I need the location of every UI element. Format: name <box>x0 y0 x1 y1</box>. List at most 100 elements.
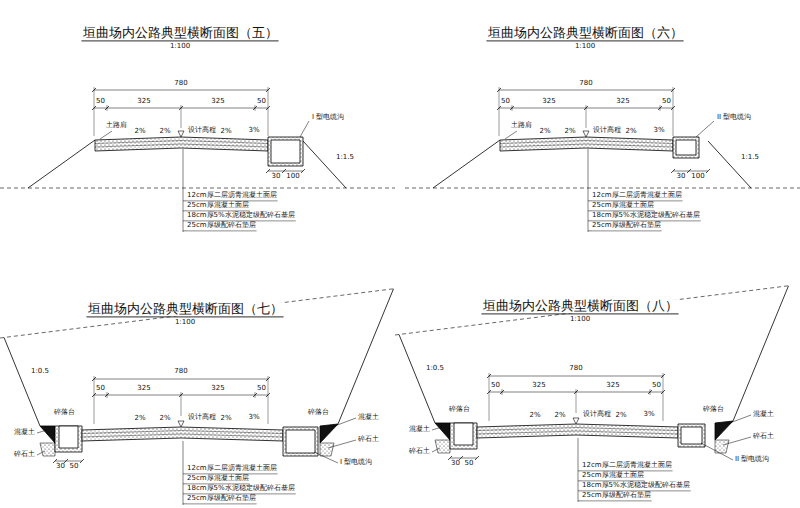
fill-section <box>405 87 800 232</box>
dimension-value: 325 <box>137 385 150 393</box>
layer-underline <box>183 503 257 504</box>
extension-line <box>586 105 587 128</box>
drainage-ditch <box>450 423 477 449</box>
dimension-value: 50 <box>501 98 510 106</box>
annotation-label: 2% <box>220 415 231 423</box>
dimension-tick <box>661 390 665 394</box>
design-elevation-symbol <box>573 418 579 424</box>
drainage-ditch-inner <box>454 423 473 445</box>
dimension-line <box>450 458 477 459</box>
dimension-tick <box>706 169 710 173</box>
concrete-fill <box>40 426 55 443</box>
annotation-label: 混凝土 <box>409 426 430 434</box>
extension-line <box>660 105 661 111</box>
scale-note: 1:100 <box>570 316 590 324</box>
dimension-tick <box>80 459 84 463</box>
annotation-label: 设计高程 <box>188 414 216 422</box>
dimension-value: 780 <box>174 368 187 376</box>
layer-boundary <box>82 434 283 437</box>
leader-line <box>723 437 751 445</box>
leader-line <box>432 448 440 452</box>
design-elevation-symbol <box>178 421 184 427</box>
annotation-label: 2% <box>615 412 626 420</box>
dimension-line <box>268 171 303 172</box>
cut-slope <box>338 289 394 424</box>
annotation-label: 2% <box>134 128 145 136</box>
dimension-line <box>673 171 708 172</box>
dimension-tick <box>497 88 501 92</box>
extension-line <box>255 392 256 398</box>
extension-line <box>663 373 664 421</box>
layer-description: 18cm厚5%水泥稳定级配碎石基层 <box>592 212 700 220</box>
dimension-tick <box>658 106 662 110</box>
dimension-value: 325 <box>606 382 619 390</box>
leader-line <box>183 149 184 232</box>
annotation-label: 3% <box>643 411 654 419</box>
dimension-tick <box>487 390 491 394</box>
section-title: 垣曲场内公路典型横断面图（六） <box>488 26 683 40</box>
annotation-label: 2% <box>529 412 540 420</box>
layer-description: 25cm厚混凝土面层 <box>582 472 644 480</box>
pavement-layers <box>477 424 678 438</box>
layer-description: 18cm厚5%水泥稳定级配碎石基层 <box>187 212 295 220</box>
extension-line <box>650 389 651 395</box>
drainage-ditch <box>55 426 82 452</box>
annotation-label: 2% <box>564 128 575 136</box>
leader-line <box>701 443 733 460</box>
leader-line <box>727 415 751 424</box>
dimension-value: 100 <box>691 173 704 181</box>
section-title: 垣曲场内公路典型横断面图（七） <box>88 302 283 316</box>
dimension-tick <box>671 88 675 92</box>
dimension-value: 325 <box>211 98 224 106</box>
extension-line <box>107 392 108 398</box>
annotation-label: 碎石土 <box>358 436 379 444</box>
extension-line <box>512 105 513 111</box>
cable-trench-inner <box>676 140 696 155</box>
ground-line <box>405 188 800 189</box>
embankment-slope <box>28 140 95 188</box>
dimension-tick <box>92 377 96 381</box>
ground-line <box>0 188 395 189</box>
dimension-tick <box>266 377 270 381</box>
dimension-tick <box>475 456 479 460</box>
concrete-fill <box>435 423 450 440</box>
extension-line <box>673 87 674 136</box>
dimension-tick <box>487 374 491 378</box>
annotation-label: 2% <box>625 128 636 136</box>
leader-line <box>37 430 47 433</box>
dimension-tick <box>497 106 501 110</box>
dimension-tick <box>105 393 109 397</box>
leader-line <box>183 441 184 505</box>
layer-boundary <box>95 144 268 147</box>
annotation-label: 混凝土 <box>753 411 774 419</box>
annotation-label: II 型电缆沟 <box>735 456 769 464</box>
gravel-soil <box>320 443 334 456</box>
layer-boundary <box>500 141 673 144</box>
scale-note: 1:100 <box>575 43 595 51</box>
annotation-label: 混凝土 <box>358 414 379 422</box>
cut-slope <box>4 338 40 427</box>
annotation-label: 2% <box>220 128 231 136</box>
gravel-soil <box>435 440 450 453</box>
layer-underline <box>578 500 652 501</box>
dimension-value: 50 <box>257 98 266 106</box>
dimension-tick <box>648 390 652 394</box>
dimension-value: 780 <box>579 80 592 88</box>
layer-boundary <box>477 428 678 431</box>
cut-section <box>0 289 395 505</box>
dimension-value: 50 <box>465 460 474 468</box>
dimension-tick <box>671 169 675 173</box>
dimension-tick <box>661 374 665 378</box>
annotation-label: 设计高程 <box>188 127 216 135</box>
annotation-label: 3% <box>248 414 259 422</box>
dimension-value: 50 <box>652 382 661 390</box>
annotation-label: 设计高程 <box>583 411 611 419</box>
gravel-soil <box>40 443 55 456</box>
extension-line <box>268 376 269 424</box>
extension-line <box>576 389 577 413</box>
title-underline <box>82 40 279 41</box>
layer-description: 25cm厚混凝土面层 <box>187 202 249 210</box>
dimension-tick <box>92 106 96 110</box>
dimension-value: 50 <box>96 98 105 106</box>
annotation-label: 碎石土 <box>753 433 774 441</box>
